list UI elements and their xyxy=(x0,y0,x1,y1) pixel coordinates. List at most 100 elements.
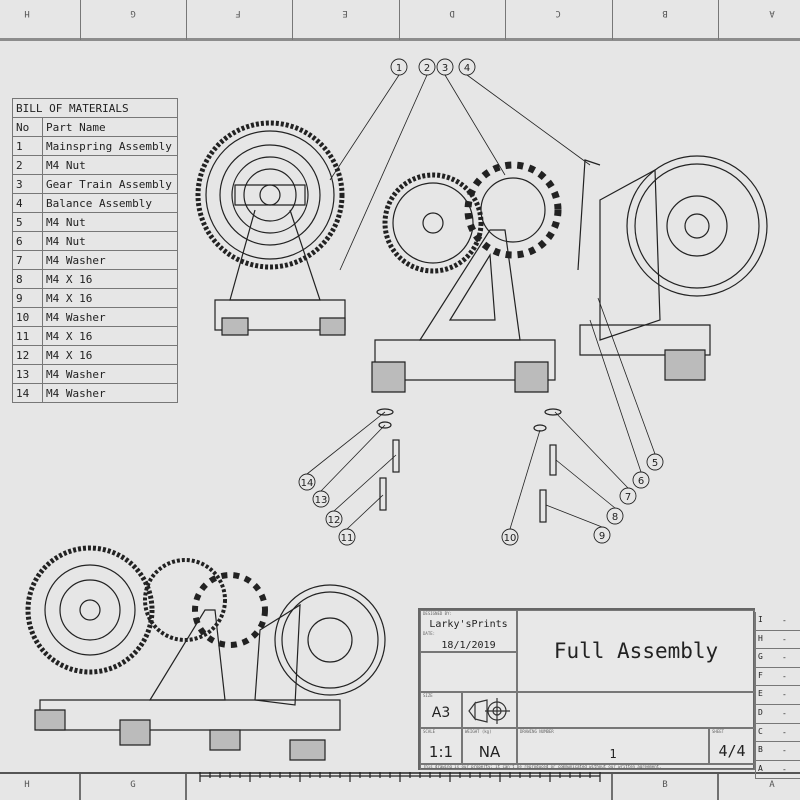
revision-letter: D xyxy=(758,707,763,717)
bom-part-name: M4 Washer xyxy=(42,307,178,327)
zone-label-bottom: A xyxy=(769,780,775,790)
revision-letter: B xyxy=(758,745,763,755)
balloon-3: 3 xyxy=(442,63,448,74)
balloon-1: 1 xyxy=(396,63,402,74)
blank-cell xyxy=(517,692,755,728)
sheet-cell: SHEET 4/4 xyxy=(709,728,755,764)
bom-item-no: 5 xyxy=(12,212,43,232)
bom-part-name: M4 Nut xyxy=(42,155,178,175)
revision-value: - xyxy=(782,708,787,718)
bom-item-no: 12 xyxy=(12,345,43,365)
title-cell: Full Assembly xyxy=(517,610,755,692)
blank-cell xyxy=(420,652,517,692)
revision-row: D- xyxy=(756,705,800,724)
revision-value: - xyxy=(782,727,787,737)
revision-row: I- xyxy=(756,612,800,631)
zone-label-bottom: H xyxy=(24,780,30,790)
bom-item-no: 9 xyxy=(12,288,43,308)
drawing-number-label: DRAWING NUMBER xyxy=(520,729,554,734)
designed-by-label: DESIGNED BY: xyxy=(423,611,452,616)
bom-part-name: Mainspring Assembly xyxy=(42,136,178,156)
bom-header-part: Part Name xyxy=(42,117,178,137)
mainspring-assembly-view xyxy=(195,120,346,336)
bottom-ruler xyxy=(79,772,719,800)
size-cell: SIZE A3 xyxy=(420,692,462,728)
weight-cell: WEIGHT (kg) NA xyxy=(462,728,517,764)
bom-item-no: 14 xyxy=(12,383,43,403)
zone-label-bottom: G xyxy=(130,780,136,790)
revision-row: E- xyxy=(756,686,800,705)
bom-item-no: 10 xyxy=(12,307,43,327)
balloon-4: 4 xyxy=(464,63,470,74)
revision-letter: A xyxy=(758,763,763,773)
bom-item-no: 4 xyxy=(12,193,43,213)
weight-label: WEIGHT (kg) xyxy=(465,729,492,734)
bom-part-name: M4 Nut xyxy=(42,212,178,232)
drawing-title: Full Assembly xyxy=(553,639,719,663)
zone-divider xyxy=(612,0,613,40)
date-value: 18/1/2019 xyxy=(441,640,496,651)
sheet-value: 4/4 xyxy=(718,742,746,760)
revision-value: - xyxy=(782,764,787,774)
bom-item-no: 1 xyxy=(12,136,43,156)
scale-cell: SCALE 1:1 xyxy=(420,728,462,764)
zone-divider xyxy=(505,0,506,40)
bom-part-name: M4 Washer xyxy=(42,250,178,270)
zone-divider xyxy=(718,0,719,40)
balloon-2: 2 xyxy=(424,63,430,74)
projection-symbol xyxy=(462,692,517,728)
revision-row: F- xyxy=(756,668,800,687)
third-angle-projection-icon xyxy=(468,698,510,724)
drawing-border-top xyxy=(0,38,800,41)
leader-lines xyxy=(306,74,656,530)
balloon-6: 6 xyxy=(638,476,644,487)
drawing-number-value: 1 xyxy=(609,747,617,761)
bom-part-name: M4 Washer xyxy=(42,383,178,403)
bom-item-no: 7 xyxy=(12,250,43,270)
bom-title: BILL OF MATERIALS xyxy=(12,98,178,118)
balloon-10: 10 xyxy=(504,533,517,544)
bom-item-no: 6 xyxy=(12,231,43,251)
revision-table: I-H-G-F-E-D-C-B-A- xyxy=(755,612,800,780)
revision-value: - xyxy=(782,634,787,644)
zone-divider xyxy=(399,0,400,40)
zone-label-bottom: B xyxy=(662,780,668,790)
fasteners xyxy=(376,408,562,523)
bom-part-name: M4 X 16 xyxy=(42,326,178,346)
revision-value: - xyxy=(782,653,787,663)
balloon-14: 14 xyxy=(301,478,314,489)
revision-letter: C xyxy=(758,726,763,736)
revision-letter: F xyxy=(758,670,763,680)
bom-part-name: M4 X 16 xyxy=(42,269,178,289)
size-label: SIZE xyxy=(423,693,433,698)
gear-train-assembly-view xyxy=(371,161,562,393)
balloon-13: 13 xyxy=(315,495,328,506)
revision-row: C- xyxy=(756,724,800,743)
bom-item-no: 3 xyxy=(12,174,43,194)
revision-letter: I xyxy=(758,615,763,624)
drawing-number-cell: DRAWING NUMBER 1 xyxy=(517,728,709,764)
bom-part-name: M4 X 16 xyxy=(42,288,178,308)
scale-label: SCALE xyxy=(423,729,436,734)
balloon-11: 11 xyxy=(341,533,354,544)
bom-part-name: Balance Assembly xyxy=(42,193,178,213)
size-value: A3 xyxy=(431,705,451,721)
copyright-note: This drawing is our property; it can't b… xyxy=(423,764,662,769)
revision-value: - xyxy=(782,671,787,681)
balloons: 1 2 3 4 5 6 7 8 9 10 11 12 13 14 xyxy=(298,58,664,546)
sheet-label: SHEET xyxy=(712,729,725,734)
bom-item-no: 2 xyxy=(12,155,43,175)
balloon-8: 8 xyxy=(612,512,618,523)
bom-part-name: M4 Nut xyxy=(42,231,178,251)
